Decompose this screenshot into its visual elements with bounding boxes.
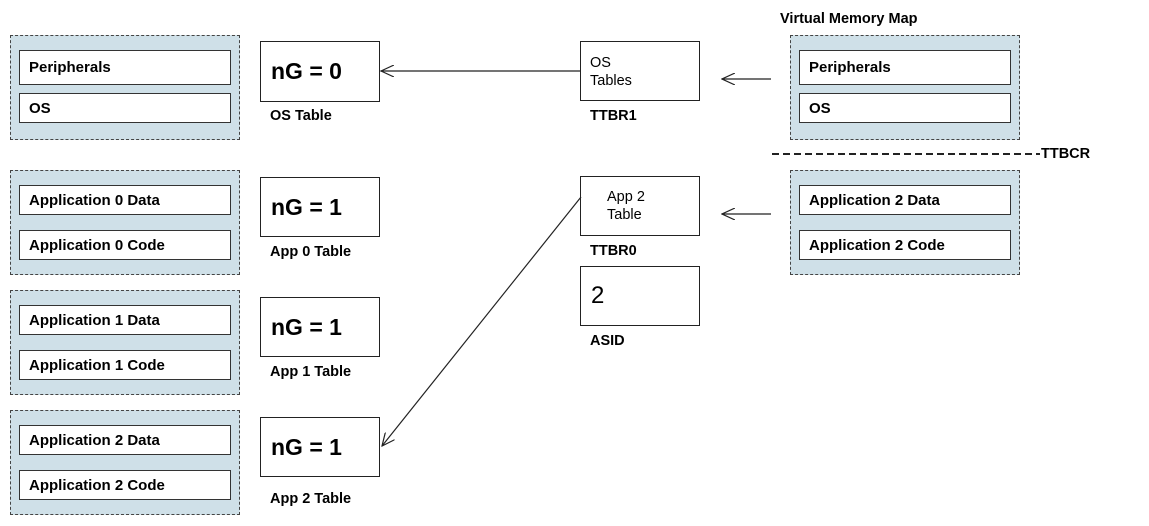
ttbr0-box: App 2 Table <box>580 176 700 236</box>
os-table-box: nG = 0 <box>260 41 380 102</box>
virtual-segment-os: OS <box>799 93 1011 123</box>
app2-table-box: nG = 1 <box>260 417 380 477</box>
app1-table-box: nG = 1 <box>260 297 380 357</box>
ttbr0-label: TTBR0 <box>590 243 637 259</box>
ttbr1-box: OS Tables <box>580 41 700 101</box>
app2-table-label: App 2 Table <box>270 491 352 507</box>
asid-box: 2 <box>580 266 700 326</box>
virtual-segment-peripherals: Peripherals <box>799 50 1011 85</box>
physical-region-app2: Application 2 Data Application 2 Code <box>10 410 240 515</box>
app1-table-label: App 1 Table <box>270 364 352 380</box>
virtual-memory-title: Virtual Memory Map <box>780 11 918 27</box>
asid-label: ASID <box>590 333 625 349</box>
ttbr0-to-app2-table-arrow <box>382 196 582 446</box>
ttbr1-label: TTBR1 <box>590 108 637 124</box>
segment-app1-data: Application 1 Data <box>19 305 231 335</box>
segment-os: OS <box>19 93 231 123</box>
os-table-label: OS Table <box>270 108 332 124</box>
virtual-region-upper: Peripherals OS <box>790 35 1020 140</box>
virtual-region-lower: Application 2 Data Application 2 Code <box>790 170 1020 275</box>
physical-region-app1: Application 1 Data Application 1 Code <box>10 290 240 395</box>
segment-app0-code: Application 0 Code <box>19 230 231 260</box>
physical-region-os: Peripherals OS <box>10 35 240 140</box>
app0-table-label: App 0 Table <box>270 244 352 260</box>
app0-table-box: nG = 1 <box>260 177 380 237</box>
segment-app2-code: Application 2 Code <box>19 470 231 500</box>
physical-region-app0: Application 0 Data Application 0 Code <box>10 170 240 275</box>
segment-peripherals: Peripherals <box>19 50 231 85</box>
segment-app2-data: Application 2 Data <box>19 425 231 455</box>
ttbr0-line2: Table <box>607 207 642 223</box>
ttbr1-line1: OS <box>590 55 611 71</box>
virtual-segment-app2-code: Application 2 Code <box>799 230 1011 260</box>
ttbcr-label: TTBCR <box>1041 146 1091 162</box>
virtual-segment-app2-data: Application 2 Data <box>799 185 1011 215</box>
segment-app1-code: Application 1 Code <box>19 350 231 380</box>
segment-app0-data: Application 0 Data <box>19 185 231 215</box>
ttbr0-line1: App 2 <box>607 189 645 205</box>
ttbr1-line2: Tables <box>590 73 632 89</box>
